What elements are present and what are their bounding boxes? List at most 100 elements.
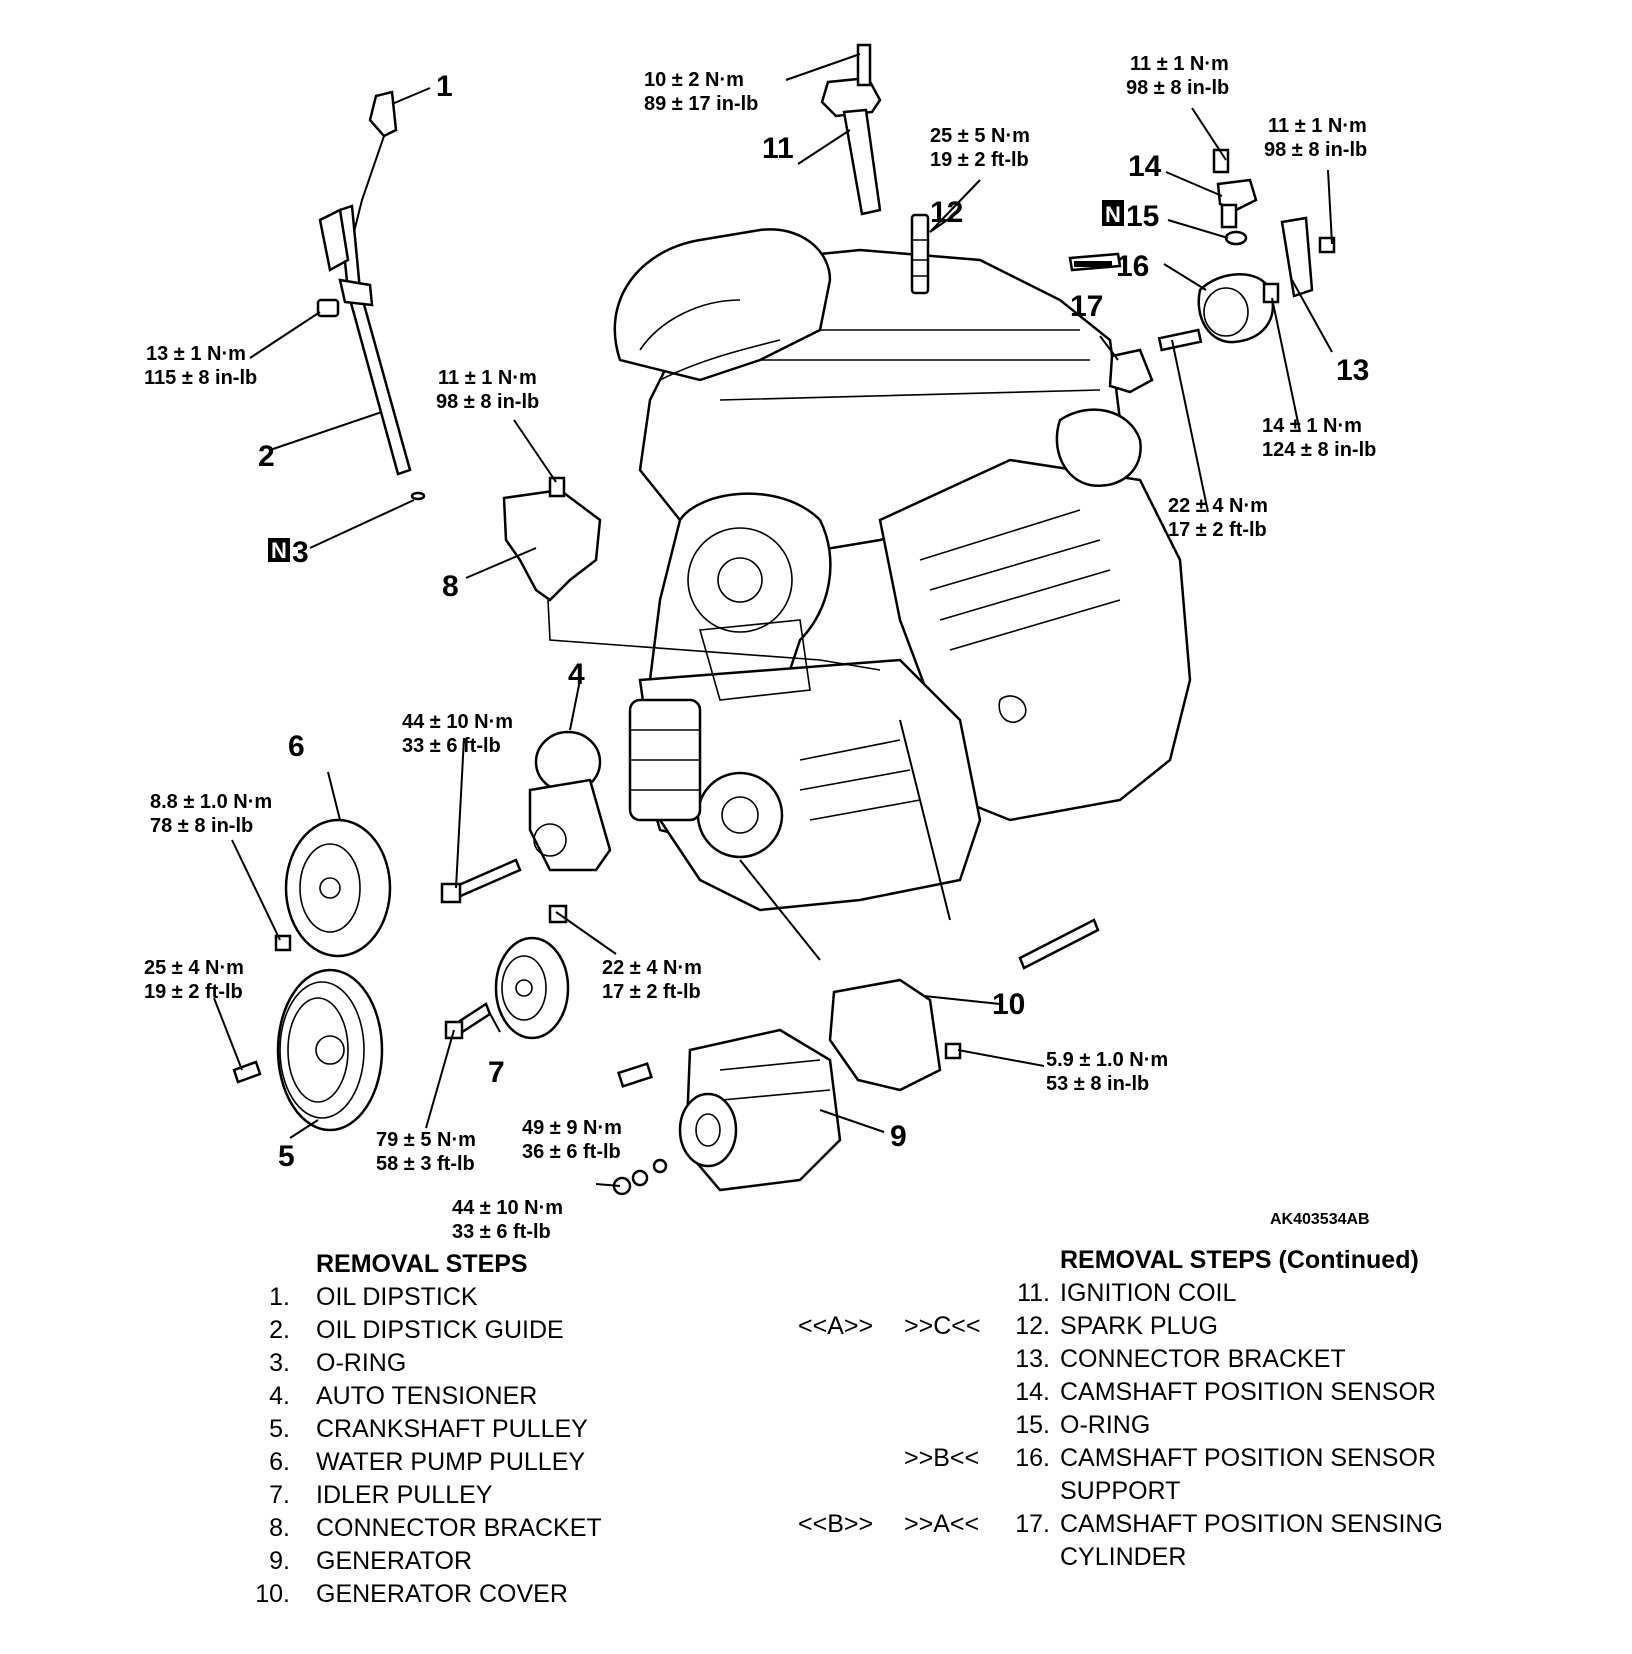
torque-imperial: 19 ± 2 ft-lb — [144, 981, 243, 1003]
step-row: 6.WATER PUMP PULLEY — [262, 1446, 682, 1479]
torque-metric: 44 ± 10 N·m — [402, 711, 513, 733]
spark-plug-part — [910, 213, 930, 295]
step-label: O-RING — [316, 1349, 407, 1377]
torque-metric: 11 ± 1 N·m — [438, 367, 537, 389]
step-label: CAMSHAFT POSITION SENSOR — [1060, 1444, 1436, 1472]
step-row: 7.IDLER PULLEY — [262, 1479, 682, 1512]
connector-bracket-8-part — [502, 476, 881, 671]
torque-metric: 22 ± 4 N·m — [1168, 495, 1268, 517]
o-ring-part — [410, 491, 426, 501]
step-number: 9. — [269, 1547, 290, 1575]
step-label: SPARK PLUG — [1060, 1312, 1218, 1340]
torque-imperial: 115 ± 8 in-lb — [144, 367, 257, 389]
torque-spec-generator-lower: 44 ± 10 N·m 33 ± 6 ft-lb — [452, 1197, 563, 1243]
torque-imperial: 89 ± 17 in-lb — [644, 93, 758, 115]
crankshaft-pulley-part — [232, 968, 384, 1132]
torque-imperial: 98 ± 8 in-lb — [1264, 139, 1367, 161]
torque-imperial: 19 ± 2 ft-lb — [930, 149, 1029, 171]
callout-15: 15 — [1126, 200, 1159, 233]
install-mark-b: >>B<< — [904, 1444, 980, 1472]
install-mark-a: <<B>> — [798, 1510, 874, 1538]
callout-10: 10 — [992, 988, 1025, 1021]
step-row: 2. OIL DIPSTICK GUIDE — [262, 1314, 682, 1347]
torque-spec-sensor-support: 14 ± 1 N·m 124 ± 8 in-lb — [1262, 415, 1376, 461]
step-row: CYLINDER — [798, 1541, 1598, 1574]
callout-2: 2 — [258, 440, 275, 473]
callout-8: 8 — [442, 570, 459, 603]
callout-16-group: 16 — [1074, 250, 1149, 283]
torque-imperial: 98 ± 8 in-lb — [436, 391, 539, 413]
torque-spec-generator-cover: 5.9 ± 1.0 N·m 53 ± 8 in-lb — [1046, 1049, 1168, 1095]
torque-spec-sensing-cylinder: 22 ± 4 N·m 17 ± 2 ft-lb — [1168, 495, 1268, 541]
step-label: CRANKSHAFT PULLEY — [316, 1415, 588, 1443]
torque-spec-plug: 25 ± 5 N·m 19 ± 2 ft-lb — [930, 125, 1030, 171]
generator-part — [612, 1028, 842, 1196]
torque-spec-coil: 10 ± 2 N·m 89 ± 17 in-lb — [644, 69, 758, 115]
removal-steps-continued-list: REMOVAL STEPS (Continued) 11.IGNITION CO… — [798, 1244, 1598, 1574]
step-row: 5.CRANKSHAFT PULLEY — [262, 1413, 682, 1446]
figure-id: AK403534AB — [1270, 1211, 1370, 1228]
step-row: 15.O-RING — [798, 1409, 1598, 1442]
torque-metric: 14 ± 1 N·m — [1262, 415, 1362, 437]
step-row: 8.CONNECTOR BRACKET — [262, 1512, 682, 1545]
step-number: 14. — [1015, 1378, 1050, 1406]
torque-metric: 10 ± 2 N·m — [644, 69, 744, 91]
callout-13: 13 — [1336, 354, 1369, 387]
callout-6: 6 — [288, 730, 305, 763]
step-row: <<A>>>>C<<12.SPARK PLUG — [798, 1310, 1598, 1343]
water-pump-pulley-part — [274, 818, 392, 958]
callout-17: 17 — [1070, 290, 1103, 323]
step-number: 8. — [269, 1514, 290, 1542]
torque-spec-generator-upper: 49 ± 9 N·m 36 ± 6 ft-lb — [522, 1117, 622, 1163]
callout-3: 3 — [292, 536, 309, 569]
step-label: CAMSHAFT POSITION SENSING — [1060, 1510, 1443, 1538]
torque-metric: 8.8 ± 1.0 N·m — [150, 791, 272, 813]
callout-11: 11 — [762, 132, 794, 165]
callout-9: 9 — [890, 1120, 907, 1153]
step-row: <<B>>>>A<<17.CAMSHAFT POSITION SENSING — [798, 1508, 1598, 1541]
torque-metric: 25 ± 5 N·m — [930, 125, 1030, 147]
torque-spec-dipstick-guide: 13 ± 1 N·m 115 ± 8 in-lb — [144, 343, 257, 389]
torque-imperial: 36 ± 6 ft-lb — [522, 1141, 621, 1163]
step-row: 11.IGNITION COIL — [798, 1277, 1598, 1310]
step-label: IGNITION COIL — [1060, 1279, 1237, 1307]
callout-5: 5 — [278, 1140, 295, 1173]
torque-metric: 11 ± 1 N·m — [1268, 115, 1367, 137]
new-part-mark-3: N 3 — [268, 536, 309, 569]
removal-steps-list: REMOVAL STEPS 1.OIL DIPSTICK 2.OIL DIPST… — [255, 1248, 682, 1611]
step-label: CAMSHAFT POSITION SENSOR — [1060, 1378, 1436, 1406]
torque-imperial: 17 ± 2 ft-lb — [602, 981, 701, 1003]
torque-spec-crankshaft-pulley: 25 ± 4 N·m 19 ± 2 ft-lb — [144, 957, 244, 1003]
connector-bracket-13-part — [1262, 216, 1336, 304]
engine-assembly — [613, 228, 1192, 912]
torque-spec-tensioner-lower: 22 ± 4 N·m 17 ± 2 ft-lb — [602, 957, 702, 1003]
torque-imperial: 53 ± 8 in-lb — [1046, 1073, 1149, 1095]
step-row: 1. OIL DIPSTICK — [262, 1281, 682, 1314]
oil-dipstick-part — [351, 90, 398, 241]
step-row: 10. GENERATOR COVER — [255, 1578, 682, 1611]
step-number: 13. — [1015, 1345, 1050, 1373]
step-number: 2. — [269, 1316, 290, 1344]
torque-imperial: 78 ± 8 in-lb — [150, 815, 253, 837]
torque-imperial: 124 ± 8 in-lb — [1262, 439, 1376, 461]
torque-spec-idler-pulley: 79 ± 5 N·m 58 ± 3 ft-lb — [376, 1129, 476, 1175]
step-row: 9.GENERATOR — [262, 1545, 682, 1578]
install-mark-a: <<A>> — [798, 1312, 874, 1340]
step-label: O-RING — [1060, 1411, 1151, 1439]
step-label: OIL DIPSTICK GUIDE — [316, 1316, 564, 1344]
generator-cover-part — [828, 918, 1100, 1092]
step-label: OIL DIPSTICK — [316, 1283, 478, 1311]
torque-metric: 79 ± 5 N·m — [376, 1129, 476, 1151]
torque-metric: 49 ± 9 N·m — [522, 1117, 622, 1139]
step-label: GENERATOR COVER — [316, 1580, 568, 1608]
torque-spec-bracket-8: 11 ± 1 N·m 98 ± 8 in-lb — [436, 367, 539, 413]
oil-dipstick-guide-part — [318, 204, 412, 476]
callout-16: 16 — [1116, 250, 1149, 283]
torque-spec-cam-sensor: 11 ± 1 N·m 98 ± 8 in-lb — [1126, 53, 1229, 99]
step-number: 1. — [269, 1283, 290, 1311]
auto-tensioner-part — [440, 730, 612, 924]
step-label: IDLER PULLEY — [316, 1481, 493, 1509]
camshaft-sensing-cylinder-part — [1108, 328, 1203, 394]
torque-metric: 13 ± 1 N·m — [146, 343, 246, 365]
step-number: 10. — [255, 1580, 290, 1608]
